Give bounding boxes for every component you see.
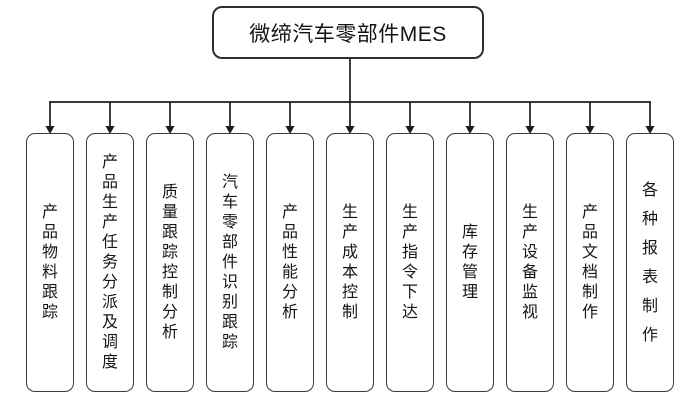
node-label: 产 品 生 产 任 务 分 派 及 调 度 — [101, 153, 118, 371]
node-product-material-tracking: 产 品 物 料 跟 踪 — [26, 133, 74, 392]
node-report-creation: 各 种 报 表 制 作 — [626, 133, 674, 392]
node-product-performance-analysis: 产 品 性 能 分 析 — [266, 133, 314, 392]
node-production-cost-control: 生 产 成 本 控 制 — [326, 133, 374, 392]
node-label: 生 产 设 备 监 视 — [521, 203, 538, 321]
node-label: 产 品 性 能 分 析 — [281, 203, 298, 321]
node-label: 各 种 报 表 制 作 — [641, 181, 658, 344]
root-node-label: 微缔汽车零部件MES — [249, 22, 447, 46]
node-product-document-creation: 产 品 文 档 制 作 — [566, 133, 614, 392]
node-quality-tracking-control-analysis: 质 量 跟 踪 控 制 分 析 — [146, 133, 194, 392]
node-inventory-management: 库 存 管 理 — [446, 133, 494, 392]
node-label: 生 产 指 令 下 达 — [401, 203, 418, 321]
node-production-equipment-monitoring: 生 产 设 备 监 视 — [506, 133, 554, 392]
node-label: 生 产 成 本 控 制 — [341, 203, 358, 321]
root-node: 微缔汽车零部件MES — [212, 6, 484, 59]
node-label: 质 量 跟 踪 控 制 分 析 — [161, 183, 178, 341]
node-label: 产 品 文 档 制 作 — [581, 203, 598, 321]
node-auto-parts-identification-tracking: 汽 车 零 部 件 识 别 跟 踪 — [206, 133, 254, 392]
node-label: 库 存 管 理 — [461, 223, 478, 301]
node-label: 产 品 物 料 跟 踪 — [41, 203, 58, 321]
node-label: 汽 车 零 部 件 识 别 跟 踪 — [221, 173, 238, 351]
node-production-order-issuing: 生 产 指 令 下 达 — [386, 133, 434, 392]
node-production-task-dispatch-scheduling: 产 品 生 产 任 务 分 派 及 调 度 — [86, 133, 134, 392]
